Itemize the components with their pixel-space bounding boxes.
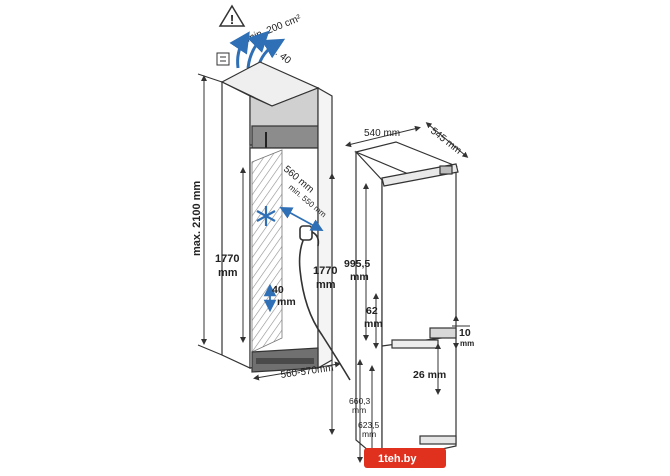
bottom-gap-value: 40 [272,284,284,296]
lower-dimensions [357,359,375,463]
lower-623-value: 623,5 [358,420,380,430]
svg-text:!: ! [230,12,234,27]
blue-dimension-arrows-icon [263,206,324,313]
hinge-offset-unit: mm [460,339,474,348]
gap-62-unit: mm [364,318,383,330]
hinge-offset-value: 10 [459,327,471,339]
upper-hinge-value: 995,5 [344,258,370,270]
max-height-dimension [197,73,223,356]
watermark-text: 1teh.by [378,453,417,465]
hinge-offset-dimension [452,315,470,349]
gap-26-label: 26 mm [413,369,446,381]
watermark-logo: 1teh.by [364,448,446,468]
warning-icon: ! [218,4,246,27]
niche-height-value: 1770 [215,253,239,265]
niche-width-dimension [253,361,341,381]
lower-660-value: 660,3 [349,396,371,406]
niche-height-unit: mm [218,267,238,279]
gap-62-value: 62 [366,305,378,317]
max-height-label: max. 2100 mm [191,181,203,256]
lower-623-unit: mm [362,429,376,439]
vent-grille-icon [216,52,230,66]
refrigerator [354,141,459,464]
bottom-gap-unit: mm [277,296,296,308]
lower-660-unit: mm [352,405,366,415]
fridge-top-dimensions [345,122,469,158]
upper-hinge-unit: mm [350,271,369,283]
snowflake-icon [256,206,276,226]
fridge-height-value: 1770 [313,265,337,277]
fridge-width-label: 540 mm [364,128,400,139]
fridge-height-unit: mm [316,279,336,291]
vent-area-label: min. 200 cm² [245,13,303,45]
fridge-depth-label: 545 mm [428,126,463,157]
